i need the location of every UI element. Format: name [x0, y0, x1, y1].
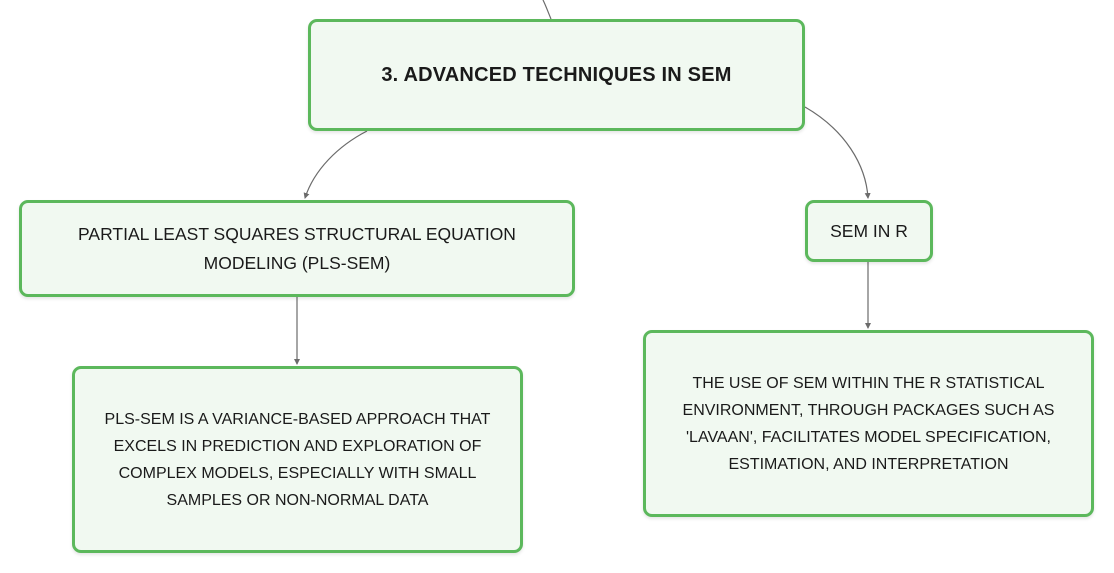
node-pls-sem-description[interactable]: PLS-SEM IS A VARIANCE-BASED APPROACH THA… — [72, 366, 523, 553]
node-pls-sem-description-text: PLS-SEM IS A VARIANCE-BASED APPROACH THA… — [104, 410, 491, 509]
node-root-label: 3. ADVANCED TECHNIQUES IN SEM — [381, 63, 732, 86]
connector-root-to-pls-sem — [303, 130, 368, 199]
node-sem-in-r-description-text: THE USE OF SEM WITHIN THE R STATISTICAL … — [682, 374, 1055, 473]
node-root-advanced-techniques[interactable]: 3. ADVANCED TECHNIQUES IN SEM — [308, 19, 805, 131]
node-sem-in-r-label: SEM IN R — [830, 220, 908, 241]
node-sem-in-r[interactable]: SEM IN R — [805, 200, 933, 262]
node-pls-sem-label: PARTIAL LEAST SQUARES STRUCTURAL EQUATIO… — [78, 223, 516, 273]
connector-root-to-sem-in-r — [804, 106, 871, 199]
node-pls-sem[interactable]: PARTIAL LEAST SQUARES STRUCTURAL EQUATIO… — [19, 200, 575, 297]
connector-parent-to-root — [542, 0, 552, 20]
node-sem-in-r-description[interactable]: THE USE OF SEM WITHIN THE R STATISTICAL … — [643, 330, 1094, 517]
